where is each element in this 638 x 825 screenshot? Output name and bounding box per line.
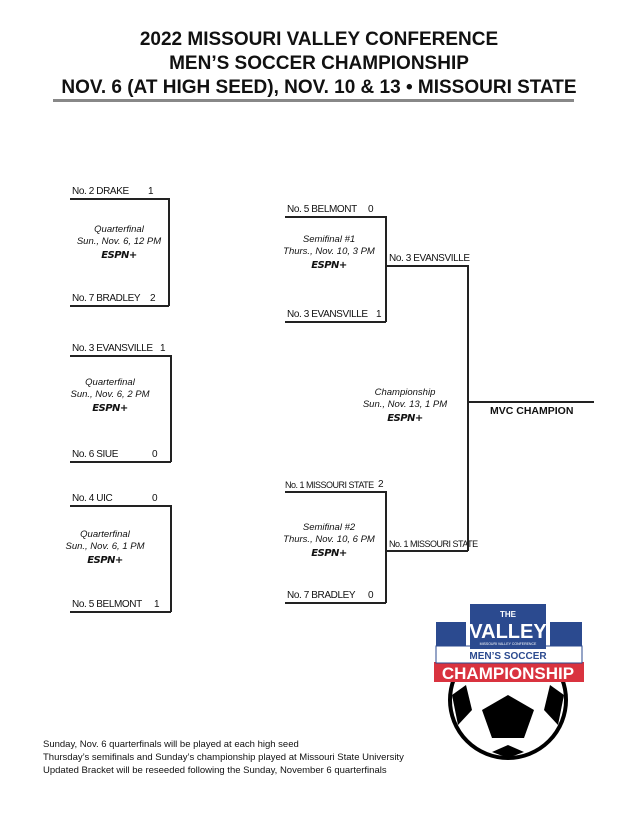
qf2-bottom-score: 0 xyxy=(152,449,158,460)
round-label: Quarterfinal xyxy=(94,224,144,235)
espn-plus-logo: ESPN+ xyxy=(101,250,137,261)
sf1-bottom-score: 1 xyxy=(376,309,382,320)
title-line-3: NOV. 6 (AT HIGH SEED), NOV. 10 & 13 • MI… xyxy=(61,77,577,98)
qf3-bottom-team: No. 5 BELMONT xyxy=(72,599,142,610)
sf1-top-score: 0 xyxy=(368,204,374,215)
bracket-line xyxy=(285,491,386,493)
bracket-line xyxy=(285,602,386,604)
qf2-top-team: No. 3 EVANSVILLE xyxy=(72,343,153,354)
sf1-winner: No. 3 EVANSVILLE xyxy=(389,253,470,264)
qf3-top-team: No. 4 UIC xyxy=(72,493,113,504)
qf1-top-score: 1 xyxy=(148,186,154,197)
game-date: Sun., Nov. 13, 1 PM xyxy=(362,399,448,410)
logo-championship: CHAMPIONSHIP xyxy=(442,664,574,683)
round-label: Quarterfinal xyxy=(80,529,130,540)
sf2-winner: No. 1 MISSOURI STATE xyxy=(389,539,478,549)
sf2-bottom-score: 0 xyxy=(368,590,374,601)
championship-logo: THE VALLEY MISSOURI VALLEY CONFERENCE ME… xyxy=(434,604,584,760)
game-date: Sun., Nov. 6, 1 PM xyxy=(65,541,145,552)
qf1-bottom-score: 2 xyxy=(150,293,156,304)
bracket-line xyxy=(385,550,468,552)
title-divider xyxy=(53,99,574,102)
game-date: Thurs., Nov. 10, 6 PM xyxy=(283,534,375,545)
round-label: Quarterfinal xyxy=(85,377,135,388)
qf2-bottom-team: No. 6 SIUE xyxy=(72,449,119,460)
sf1-top-team: No. 5 BELMONT xyxy=(287,204,357,215)
mvc-champion-label: MVC CHAMPION xyxy=(490,405,574,417)
game-date: Sun., Nov. 6, 2 PM xyxy=(70,389,150,400)
bracket-line xyxy=(70,505,171,507)
logo-valley: VALLEY xyxy=(469,621,547,643)
espn-plus-logo: ESPN+ xyxy=(87,555,123,566)
logo-conf: MISSOURI VALLEY CONFERENCE xyxy=(480,642,537,646)
bracket-line xyxy=(285,216,386,218)
round-label: Semifinal #2 xyxy=(302,522,356,533)
round-label: Semifinal #1 xyxy=(302,234,356,245)
sf1-bottom-team: No. 3 EVANSVILLE xyxy=(287,309,368,320)
sf2-bottom-team: No. 7 BRADLEY xyxy=(287,590,356,601)
note-1: Sunday, Nov. 6 quarterfinals will be pla… xyxy=(43,739,299,750)
logo-the: THE xyxy=(500,610,517,619)
bracket-line xyxy=(168,198,170,306)
title-line-2: MEN’S SOCCER CHAMPIONSHIP xyxy=(169,53,469,74)
round-label: Championship xyxy=(374,387,436,398)
sf2-top-team: No. 1 MISSOURI STATE xyxy=(285,480,374,490)
bracket-line xyxy=(70,198,169,200)
game-date: Sun., Nov. 6, 12 PM xyxy=(76,236,162,247)
qf1-bottom-team: No. 7 BRADLEY xyxy=(72,293,141,304)
logo-mens-soccer: MEN’S SOCCER xyxy=(469,651,547,662)
note-2: Thursday’s semifinals and Sunday’s champ… xyxy=(43,752,404,763)
espn-plus-logo: ESPN+ xyxy=(92,403,128,414)
espn-plus-logo: ESPN+ xyxy=(311,260,347,271)
bracket-line xyxy=(70,305,169,307)
bracket-line xyxy=(385,265,468,267)
espn-plus-logo: ESPN+ xyxy=(311,548,347,559)
bracket-line xyxy=(170,355,172,462)
bracket-line xyxy=(467,401,594,403)
qf3-bottom-score: 1 xyxy=(154,599,160,610)
bracket-line xyxy=(385,216,387,322)
title-line-1: 2022 MISSOURI VALLEY CONFERENCE xyxy=(139,29,499,50)
bracket-line xyxy=(170,505,172,612)
bracket-line xyxy=(285,321,386,323)
qf3-top-score: 0 xyxy=(152,493,158,504)
qf1-top-team: No. 2 DRAKE xyxy=(72,186,129,197)
bracket-line xyxy=(70,461,171,463)
sf2-top-score: 2 xyxy=(378,479,384,490)
qf2-top-score: 1 xyxy=(160,343,166,354)
bracket-line xyxy=(385,491,387,603)
bracket-line xyxy=(70,611,171,613)
note-3: Updated Bracket will be reseeded followi… xyxy=(43,765,387,776)
bracket-line xyxy=(467,265,469,551)
espn-plus-logo: ESPN+ xyxy=(387,413,423,424)
bracket-line xyxy=(70,355,171,357)
game-date: Thurs., Nov. 10, 3 PM xyxy=(283,246,375,257)
